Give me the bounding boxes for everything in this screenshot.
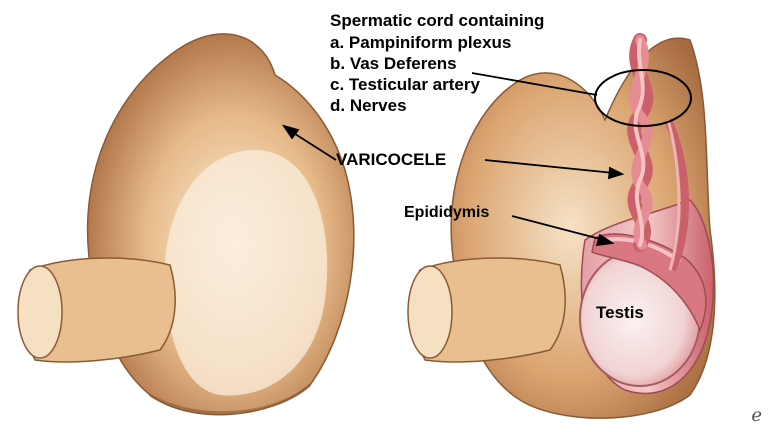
epididymis-arrowhead: [595, 233, 615, 247]
cord-item-pampiniform: a. Pampiniform plexus: [330, 33, 512, 52]
cord-item-nerves: d. Nerves: [330, 96, 407, 115]
right-glans: [407, 265, 453, 359]
left-scrotum-figure: [17, 33, 355, 416]
cord-item-vas-deferens: b. Vas Deferens: [330, 54, 457, 73]
spermatic-cord: [627, 33, 690, 272]
varicocele-leader-line-right: [484, 159, 615, 174]
epididymis-label: Epididymis: [404, 204, 490, 221]
epididymis-leader-line: [511, 215, 605, 241]
varicocele-arrowhead-right: [607, 166, 625, 180]
cord-leader-line: [471, 72, 598, 96]
spermatic-cord-highlight-ellipse: [594, 69, 692, 127]
right-scrotum-figure: [407, 33, 716, 419]
varicocele-arrowhead-left: [281, 124, 300, 140]
testis-label: Testis: [596, 303, 644, 322]
edge-e-icon: ℯ: [751, 405, 762, 426]
leader-lines: [281, 72, 625, 247]
varicocele-leader-line-left: [291, 131, 337, 161]
left-glans: [17, 265, 63, 359]
left-testis-bulge: [164, 150, 328, 396]
left-scrotum-shadow: [149, 383, 311, 415]
cord-item-testicular-artery: c. Testicular artery: [330, 75, 480, 94]
cord-title-label: Spermatic cord containing: [330, 11, 545, 30]
varicocele-label: VARICOCELE: [336, 150, 447, 169]
